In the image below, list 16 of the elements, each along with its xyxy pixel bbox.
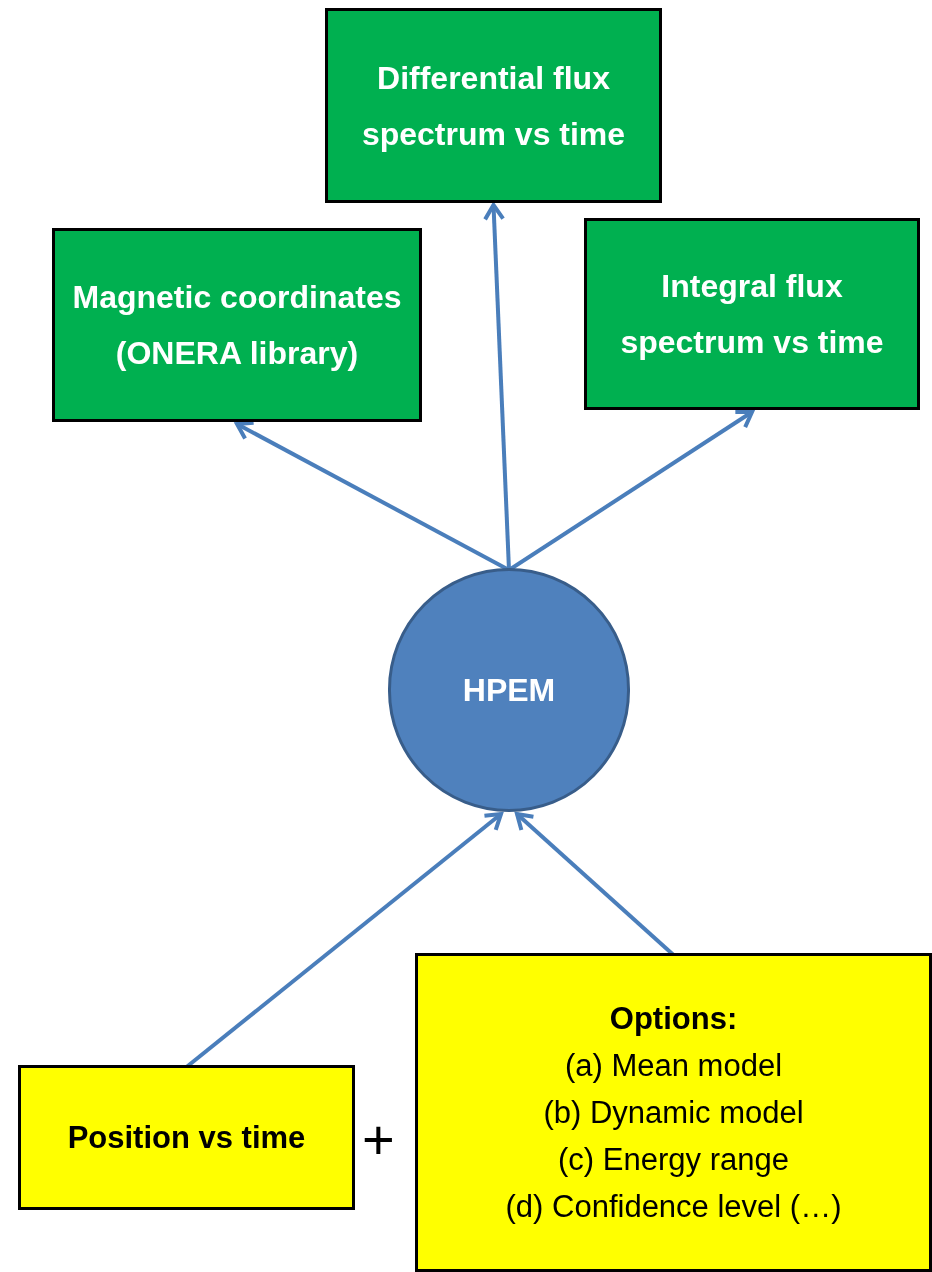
option-item: (d) Confidence level (…): [505, 1188, 842, 1226]
input-box: [18, 1065, 355, 1210]
node-label: Integral flux spectrum vs time: [619, 267, 885, 362]
process-box: [325, 8, 662, 203]
process-box: [584, 218, 920, 410]
option-item: (c) Energy range: [558, 1141, 789, 1179]
option-item: (a) Mean model: [564, 1047, 783, 1085]
node-label: Magnetic coordinates (ONERA library): [71, 278, 403, 373]
option-item: (b) Dynamic model: [543, 1094, 804, 1132]
node-label: HPEM: [462, 671, 556, 710]
node-label: Position vs time: [67, 1119, 306, 1157]
node-label: Differential flux spectrum vs time: [360, 58, 627, 154]
plus-sign: +: [362, 1110, 395, 1170]
process-box: [52, 228, 422, 422]
input-box: [415, 953, 932, 1272]
options-heading: Options:: [609, 1000, 738, 1038]
